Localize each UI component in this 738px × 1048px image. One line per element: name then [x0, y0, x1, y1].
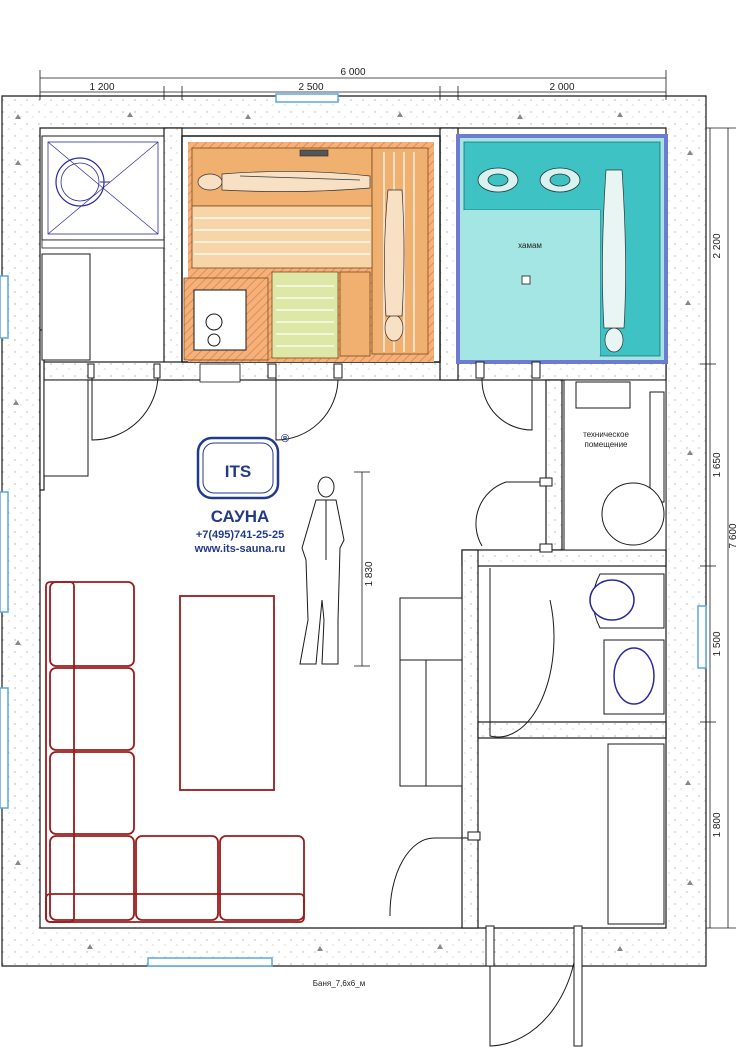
hammam-room: хамам [456, 134, 668, 364]
top-middle-dimension: 2 500 [298, 82, 323, 93]
doors [87, 361, 583, 1047]
right-dimension-lines [700, 127, 736, 929]
logo-website: www.its-sauna.ru [194, 543, 286, 555]
right-dimension-1: 2 200 [712, 233, 723, 258]
technical-label-1: техническое [583, 430, 629, 439]
top-dimension-lines [39, 70, 667, 100]
person-figure [299, 476, 345, 665]
plan-caption: Баня_7,6х6_м [313, 979, 365, 988]
corridor-bench [607, 743, 665, 925]
person-height-label: 1 830 [364, 561, 375, 586]
corner-sofa [45, 581, 305, 923]
side-shelf [399, 597, 463, 787]
top-right-dimension: 2 000 [549, 82, 574, 93]
person-height-dimension [354, 471, 370, 667]
windows [0, 93, 707, 967]
lockers [41, 253, 91, 477]
right-dimension-4: 1 800 [712, 812, 723, 837]
hammam-label: хамам [518, 241, 542, 250]
logo-phone: +7(495)741-25-25 [196, 529, 284, 541]
right-total-dimension: 7 600 [728, 523, 738, 548]
top-total-dimension: 6 000 [340, 67, 365, 78]
its-logo: ITS ® САУНА +7(495)741-25-25 www.its-sau… [194, 433, 289, 555]
coffee-table [179, 595, 275, 791]
technical-label-2: помещение [584, 440, 628, 449]
toilet-room [589, 573, 665, 715]
sauna-room [181, 135, 441, 383]
registered-mark: ® [281, 433, 289, 445]
logo-mark: ITS [225, 462, 251, 481]
right-dimension-2: 1 650 [712, 452, 723, 477]
logo-title: САУНА [211, 507, 270, 526]
top-left-dimension: 1 200 [89, 82, 114, 93]
shower [41, 135, 165, 249]
right-dimension-3: 1 500 [712, 631, 723, 656]
technical-room: техническое помещение [563, 379, 667, 551]
